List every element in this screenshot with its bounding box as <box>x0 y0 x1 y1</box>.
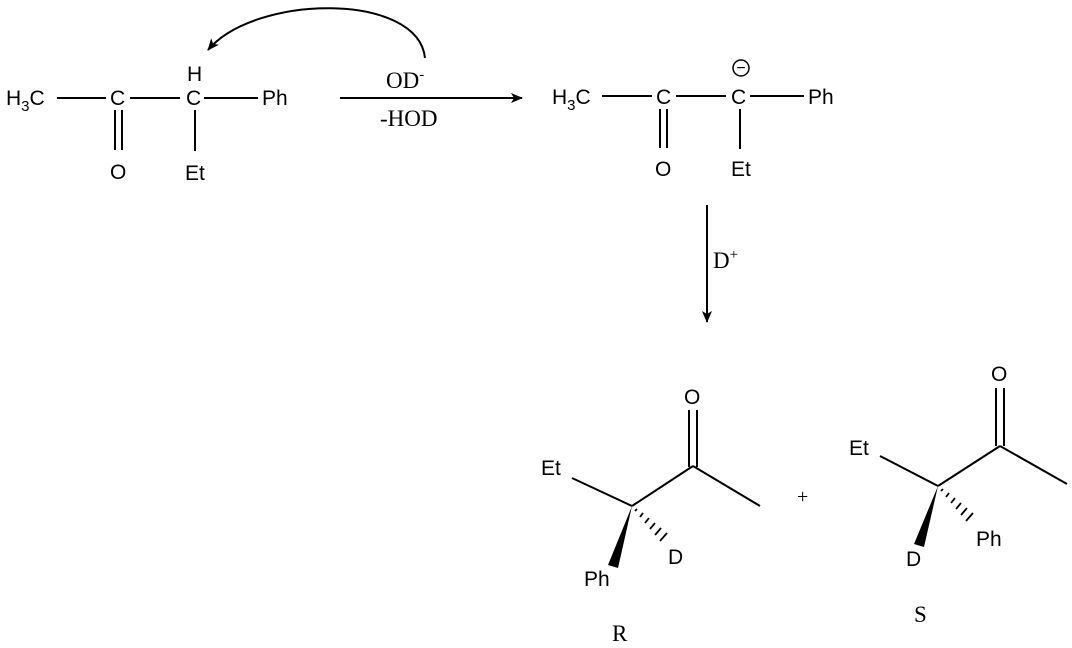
step2-conditions: D+ <box>702 205 738 323</box>
reactant-alpha-carbon: C <box>186 87 201 110</box>
solid-wedge-bond-icon <box>914 486 938 547</box>
byproduct-label: -HOD <box>380 106 438 131</box>
product-r-oxygen: O <box>684 386 700 409</box>
product-s-bond-stereocenter-et <box>879 455 939 487</box>
reactant-carbonyl-carbon: C <box>110 87 125 110</box>
product-r-bond-c-stereocenter <box>631 465 694 507</box>
intermediate-ethyl: Et <box>731 158 751 181</box>
step1-conditions: OD- -HOD <box>340 67 523 131</box>
product-s: O Et D Ph S <box>849 363 1068 627</box>
reactant-carbonyl-oxygen: O <box>110 161 126 184</box>
product-s-phenyl: Ph <box>976 528 1002 551</box>
reactant-alpha-hydrogen: H <box>187 63 202 86</box>
product-s-bond-c-stereocenter <box>937 445 1001 487</box>
carbanion-intermediate: H3C C O − C Ph Et <box>552 59 834 181</box>
deuteron-reagent: D+ <box>713 247 738 273</box>
product-r-ethyl: Et <box>541 457 561 480</box>
product-r-bond-stereocenter-et <box>571 477 633 507</box>
reactant-ethyl: Et <box>185 162 205 185</box>
base-reagent: OD- <box>386 67 424 93</box>
product-s-bond-c-ch3 <box>999 445 1068 485</box>
product-r-bond-c-ch3 <box>692 465 761 507</box>
intermediate-phenyl: Ph <box>808 86 834 109</box>
hashed-wedge-bond-icon <box>940 488 974 522</box>
product-s-deuterium: D <box>906 548 921 571</box>
reactant-methyl-label: H3C <box>6 87 45 115</box>
hashed-wedge-bond-icon <box>634 508 668 542</box>
product-r-phenyl: Ph <box>584 568 610 591</box>
product-r-stereo-label: R <box>612 621 628 646</box>
negative-charge-icon <box>732 59 750 77</box>
product-r: O Et Ph D R <box>541 386 761 646</box>
solid-wedge-bond-icon <box>608 506 632 568</box>
product-s-ethyl: Et <box>849 437 869 460</box>
intermediate-carbonyl-oxygen: O <box>655 158 671 181</box>
product-s-stereo-label: S <box>914 602 927 627</box>
product-s-oxygen: O <box>991 363 1007 386</box>
charge-symbol: − <box>736 60 745 77</box>
intermediate-methyl-label: H3C <box>552 86 591 114</box>
curved-arrow-icon <box>207 7 426 59</box>
plus-sign: + <box>797 486 808 508</box>
reactant-molecule: H3C C O H C Ph Et <box>6 63 288 185</box>
carbanion-carbon: C <box>731 86 746 109</box>
intermediate-carbonyl-carbon: C <box>656 86 671 109</box>
reactant-phenyl: Ph <box>262 87 288 110</box>
product-r-deuterium: D <box>668 546 683 569</box>
